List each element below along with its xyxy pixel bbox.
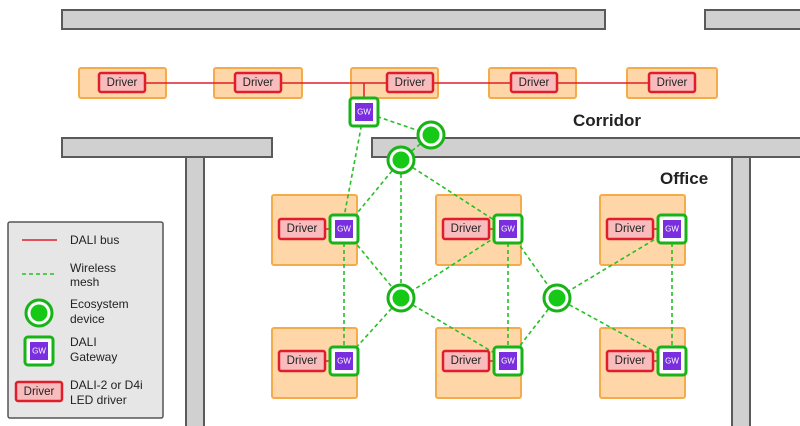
gateway-label: GW bbox=[337, 225, 351, 234]
office-drivers: Driver Driver Driver Driver Driver Drive… bbox=[277, 217, 655, 373]
ecosystem-device-icon bbox=[386, 145, 416, 175]
mesh-link bbox=[343, 159, 402, 230]
driver-label: Driver bbox=[615, 223, 646, 235]
gateway-node: GW bbox=[656, 345, 688, 377]
legend-wireless-mesh-label-line2: mesh bbox=[70, 275, 99, 289]
legend-box bbox=[7, 221, 164, 419]
legend-led-driver-label-line2: LED driver bbox=[70, 393, 127, 407]
ecosystem-device-icon bbox=[386, 283, 416, 313]
driver-label: Driver bbox=[243, 77, 274, 89]
walls bbox=[61, 9, 800, 426]
mesh-link bbox=[400, 159, 509, 230]
legend-ecosystem-device-label-line1: Ecosystem bbox=[70, 297, 129, 311]
driver-node: Driver bbox=[277, 349, 327, 373]
ecosystem-devices bbox=[386, 120, 572, 313]
mesh-link bbox=[556, 297, 673, 362]
gateway-node: GW bbox=[328, 345, 360, 377]
wall-corridor-right bbox=[371, 137, 800, 158]
legend-dali-gateway-label-line1: DALI bbox=[70, 335, 97, 349]
wall-column-right bbox=[731, 156, 751, 426]
legend-wireless-mesh-label-line1: Wireless bbox=[70, 261, 116, 275]
mesh-link bbox=[400, 228, 509, 299]
ecosystem-device-icon bbox=[416, 120, 446, 150]
gateway-label: GW bbox=[337, 357, 351, 366]
driver-label: Driver bbox=[615, 355, 646, 367]
wall-corridor-left bbox=[61, 137, 273, 158]
gateway-node: GW bbox=[492, 213, 524, 245]
driver-label: Driver bbox=[107, 77, 138, 89]
legend: DALI bus Wireless mesh Ecosystem device … bbox=[7, 221, 164, 419]
mesh-link bbox=[556, 228, 673, 299]
legend-led-driver-label-line1: DALI-2 or D4i bbox=[70, 378, 143, 392]
driver-node: Driver bbox=[277, 217, 327, 241]
gateway-node: GW bbox=[348, 96, 380, 128]
driver-node: Driver bbox=[605, 217, 655, 241]
driver-node: Driver bbox=[385, 71, 435, 94]
gateway-label: GW bbox=[665, 225, 679, 234]
room-label-office: Office bbox=[660, 169, 708, 188]
driver-label: Driver bbox=[287, 223, 318, 235]
driver-node: Driver bbox=[441, 349, 491, 373]
driver-node: Driver bbox=[605, 349, 655, 373]
legend-dali-bus-label: DALI bus bbox=[70, 233, 119, 247]
ecosystem-device-icon bbox=[542, 283, 572, 313]
driver-label: Driver bbox=[451, 355, 482, 367]
driver-node: Driver bbox=[441, 217, 491, 241]
driver-label: Driver bbox=[657, 77, 688, 89]
gateways: GW GW GW GW GW GW GW bbox=[328, 96, 688, 377]
driver-label: Driver bbox=[287, 355, 318, 367]
room-label-corridor: Corridor bbox=[573, 111, 641, 130]
driver-node: Driver bbox=[97, 71, 147, 94]
svg-text:GW: GW bbox=[32, 347, 46, 356]
driver-node: Driver bbox=[509, 71, 559, 94]
wall-column-left bbox=[185, 156, 205, 426]
svg-text:Driver: Driver bbox=[24, 386, 55, 398]
corridor-drivers: Driver Driver Driver Driver Driver bbox=[97, 71, 697, 94]
driver-label: Driver bbox=[395, 77, 426, 89]
mesh-link bbox=[343, 111, 365, 218]
legend-ecosystem-device-label-line2: device bbox=[70, 312, 105, 326]
driver-label: Driver bbox=[519, 77, 550, 89]
legend-driver-icon: Driver bbox=[14, 380, 64, 403]
wall-top-right bbox=[704, 9, 800, 30]
driver-node: Driver bbox=[233, 71, 283, 94]
legend-dali-gateway-label-line2: Gateway bbox=[70, 350, 117, 364]
gateway-node: GW bbox=[492, 345, 524, 377]
gateway-label: GW bbox=[665, 357, 679, 366]
gateway-node: GW bbox=[328, 213, 360, 245]
gateway-label: GW bbox=[357, 108, 371, 117]
gateway-label: GW bbox=[501, 225, 515, 234]
gateway-label: GW bbox=[501, 357, 515, 366]
legend-gateway-icon: GW bbox=[23, 335, 55, 367]
wall-top-left bbox=[61, 9, 606, 30]
gateway-node: GW bbox=[656, 213, 688, 245]
driver-node: Driver bbox=[647, 71, 697, 94]
driver-label: Driver bbox=[451, 223, 482, 235]
